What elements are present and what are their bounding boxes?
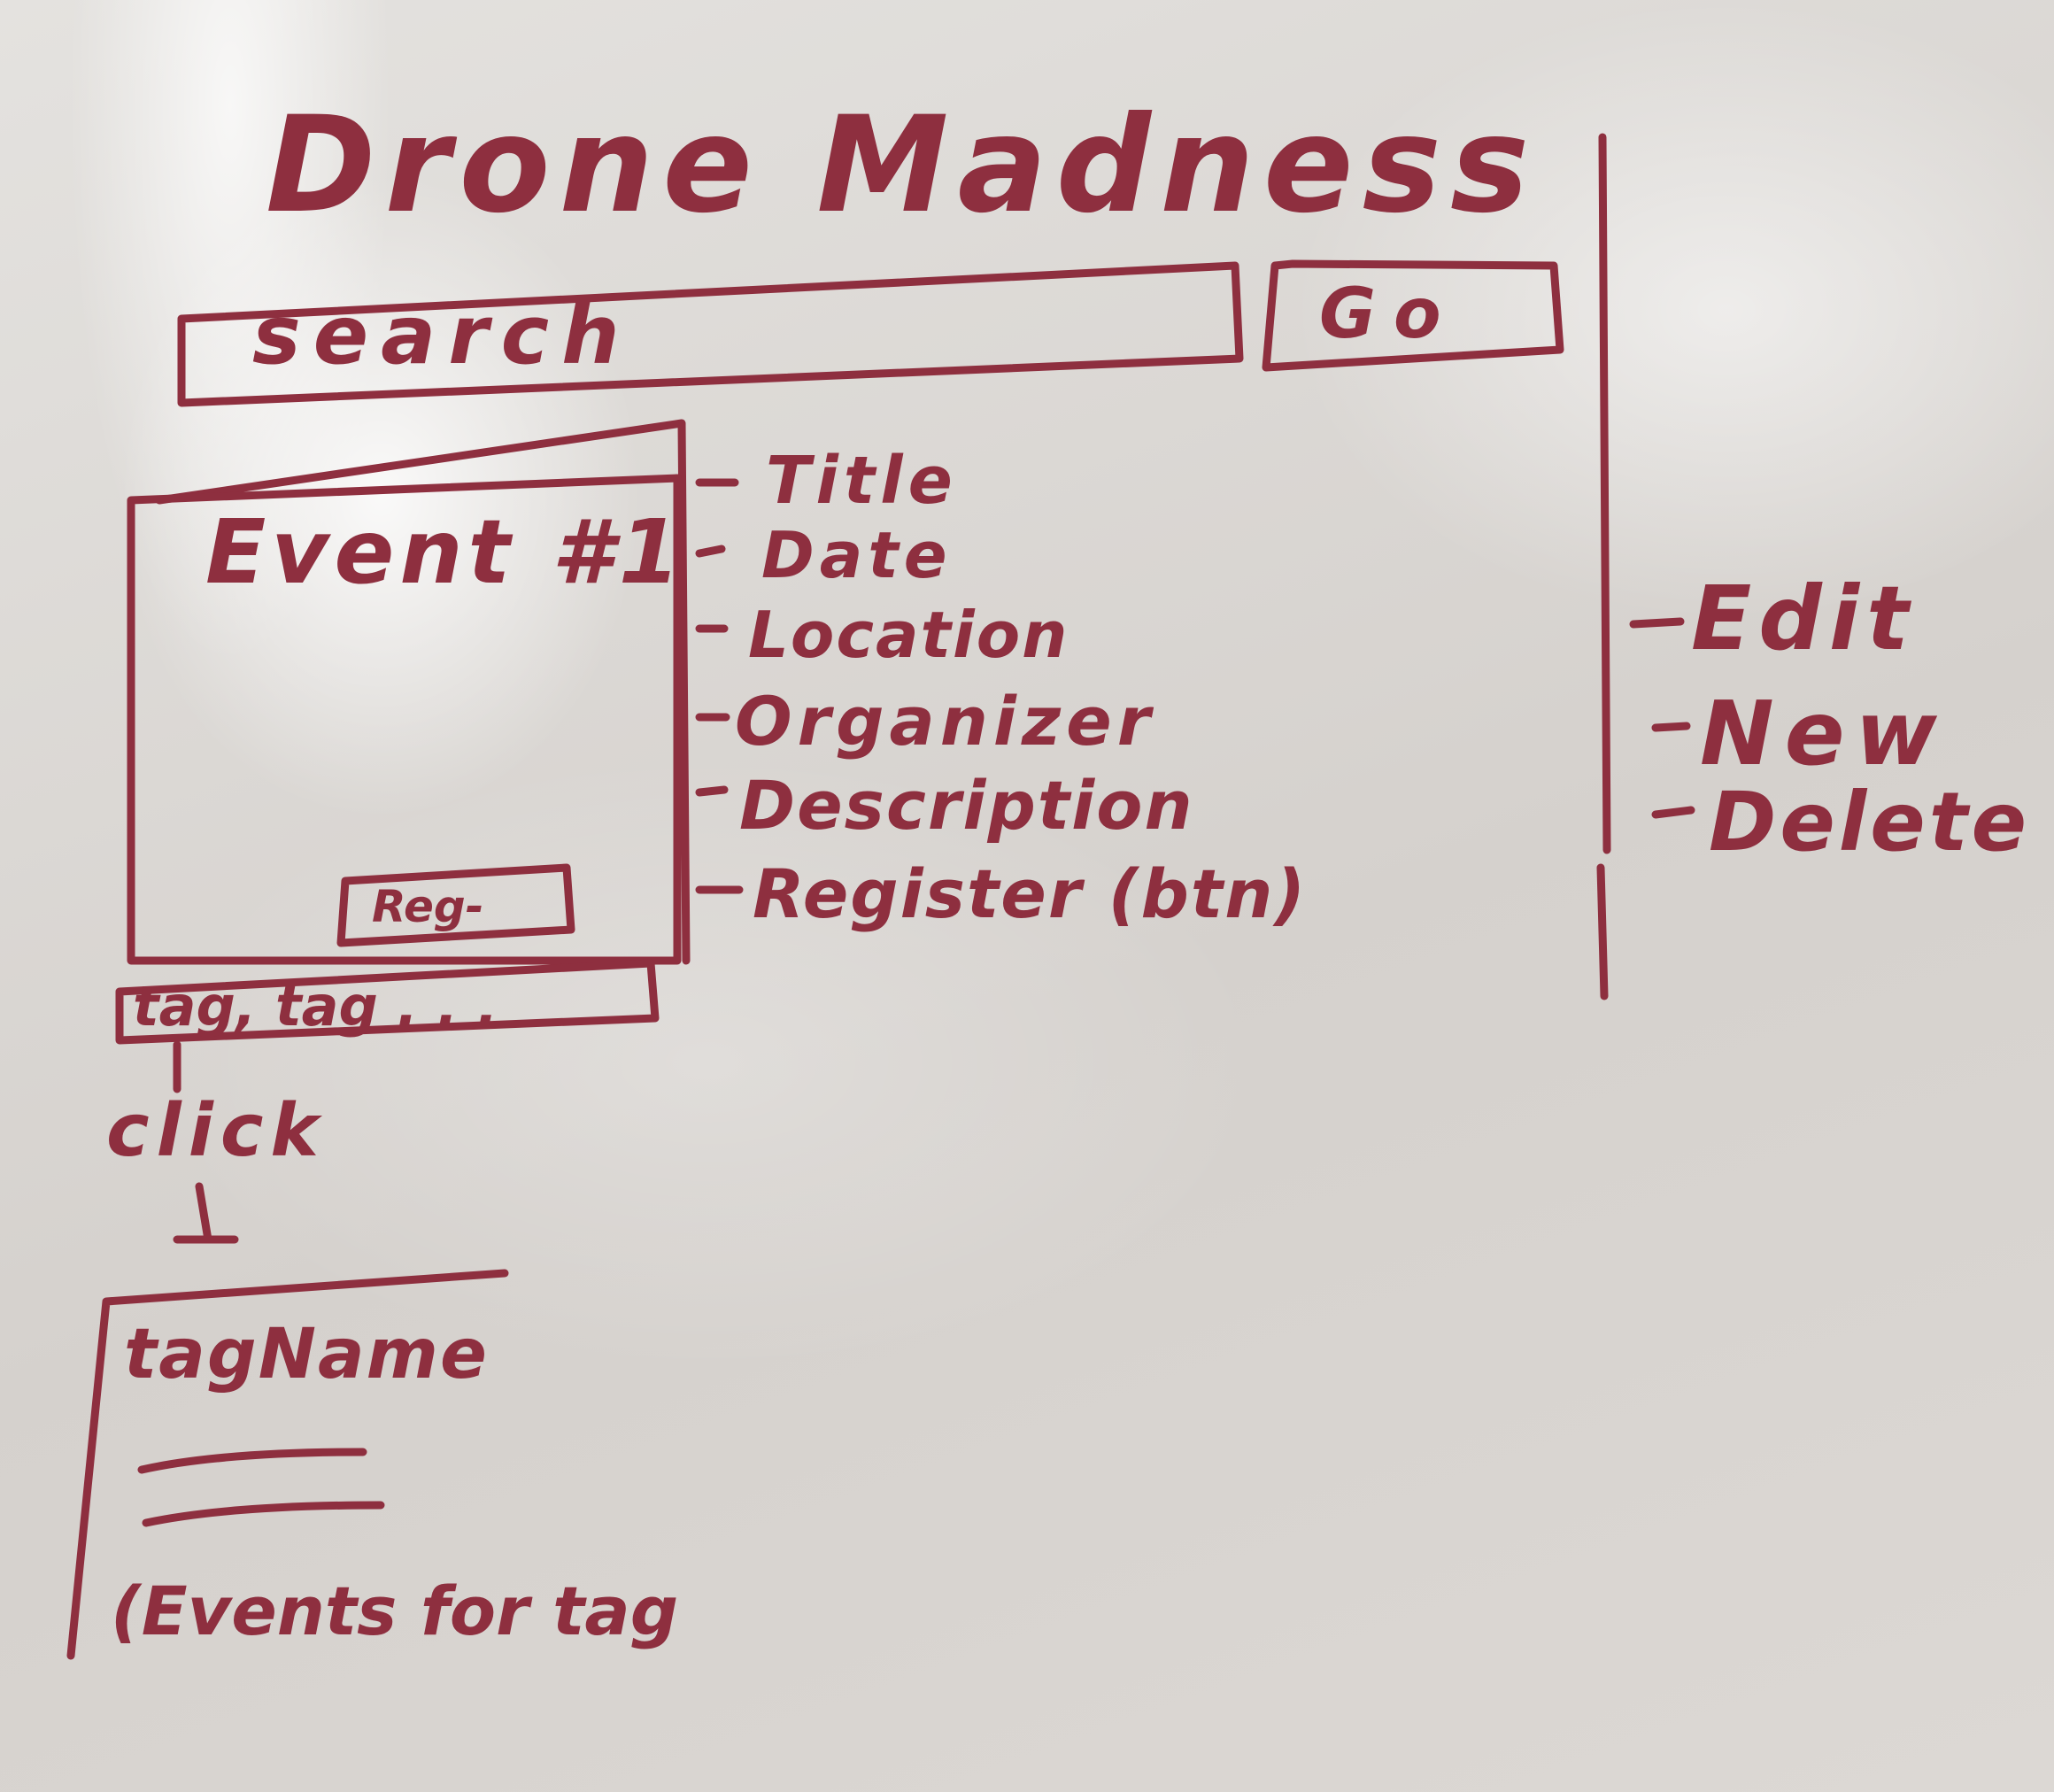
field-description: Description bbox=[739, 766, 1194, 845]
field-title: Title bbox=[766, 443, 958, 519]
tags-label: tag, tag . . . bbox=[133, 974, 498, 1039]
search-label: search bbox=[252, 288, 632, 382]
action-delete: Delete bbox=[1709, 775, 2031, 869]
field-date: Date bbox=[761, 518, 953, 592]
event-card-title: Event #1 bbox=[205, 500, 686, 604]
field-register: Register (btn) bbox=[753, 854, 1308, 933]
go-button-label: Go bbox=[1319, 274, 1459, 354]
tag-page-title: tagName bbox=[124, 1315, 489, 1394]
board-title: Drone Madness bbox=[266, 89, 1539, 243]
action-edit: Edit bbox=[1691, 567, 1916, 670]
field-organizer: Organizer bbox=[735, 682, 1156, 761]
click-label: click bbox=[106, 1089, 326, 1173]
field-location: Location bbox=[748, 598, 1069, 672]
tag-page-footer: (Events for tag bbox=[111, 1572, 679, 1650]
action-new: New bbox=[1700, 682, 1948, 785]
register-button-label: Reg- bbox=[372, 881, 484, 932]
